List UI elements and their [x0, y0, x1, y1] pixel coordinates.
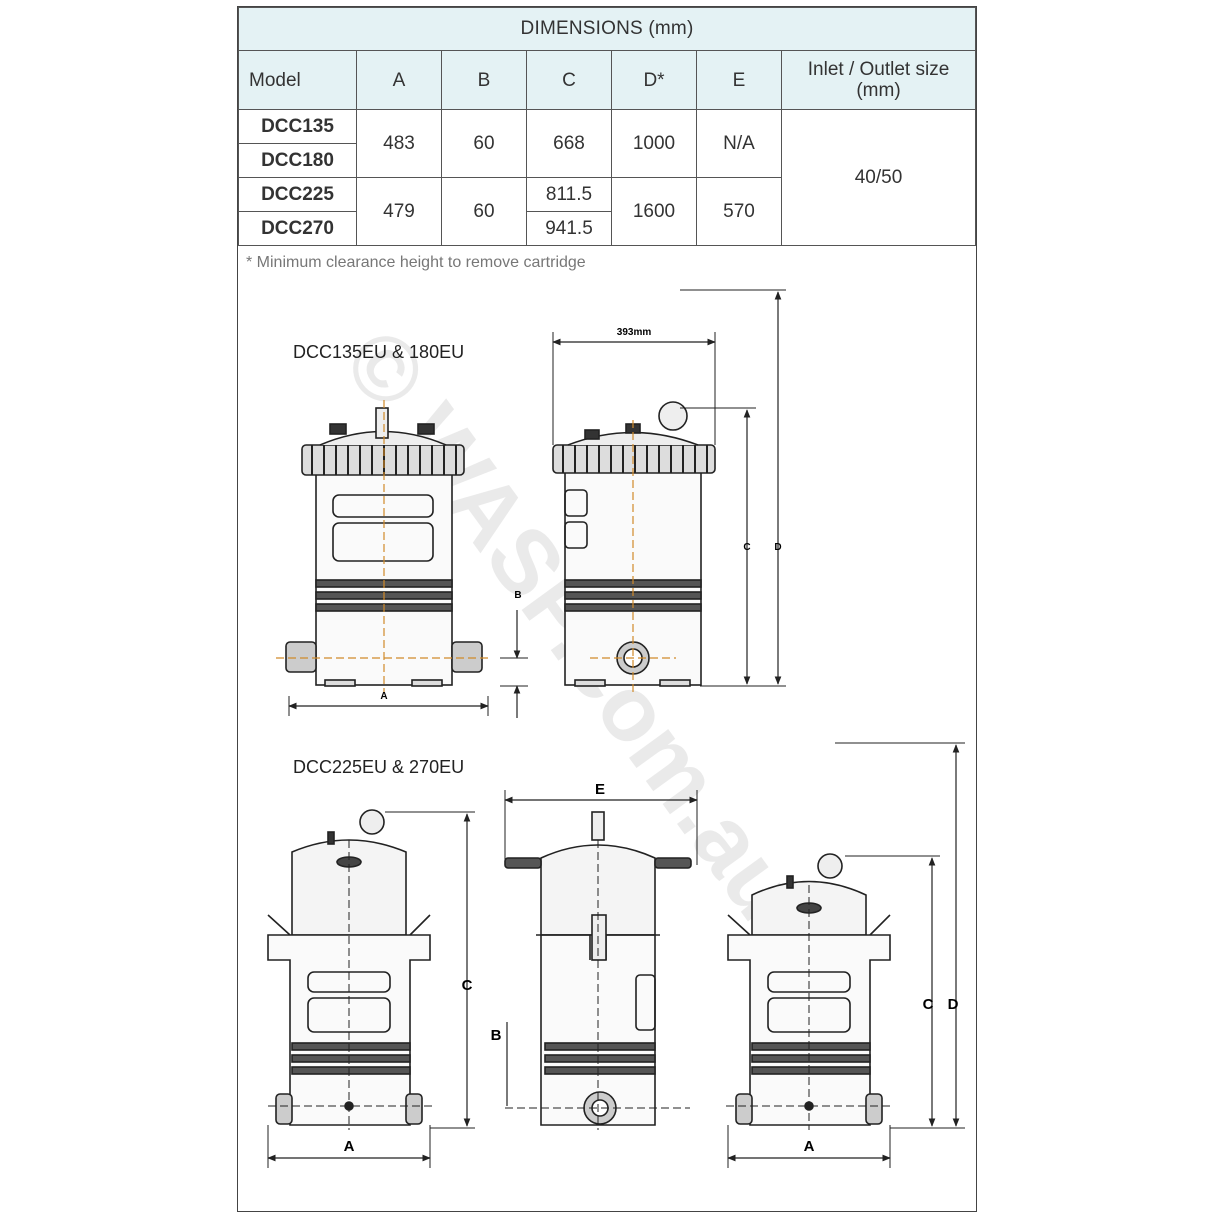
header-inlet-outlet: Inlet / Outlet size (mm) [780, 50, 977, 110]
dcc135-side-view [552, 401, 716, 687]
header-b: B [441, 50, 527, 110]
dcc270-front-view [727, 853, 891, 1126]
label-d-bottom: D [948, 996, 959, 1013]
label-b-top: B [514, 590, 521, 601]
cell-e-group2: 570 [696, 177, 782, 246]
cell-a-group1: 483 [356, 109, 442, 178]
label-a-bottom-2: A [804, 1138, 815, 1155]
cell-c-group1: 668 [526, 109, 612, 178]
label-b-bottom: B [491, 1027, 502, 1044]
header-inlet-outlet-line1: Inlet / Outlet size [807, 59, 950, 80]
dcc225-side-view [504, 811, 692, 1126]
header-a: A [356, 50, 442, 110]
cell-c-dcc225: 811.5 [526, 177, 612, 212]
header-d: D* [611, 50, 697, 110]
dimensions-table: DIMENSIONS (mm) Model A B C D* E Inlet /… [237, 7, 977, 246]
footnote: * Minimum clearance height to remove car… [246, 254, 586, 271]
label-c-bottom-1: C [462, 977, 473, 994]
label-a-top: A [380, 691, 387, 702]
header-c: C [526, 50, 612, 110]
model-cell: DCC135 [238, 109, 357, 144]
label-d-top: D [774, 542, 781, 553]
dcc225-front-view [267, 809, 431, 1126]
label-393mm: 393mm [617, 327, 652, 338]
table-row: DCC225 479 60 811.5 1600 570 [238, 177, 976, 246]
label-a-bottom-1: A [344, 1138, 355, 1155]
cell-c-dcc270: 941.5 [526, 211, 612, 246]
header-inlet-outlet-line2: (mm) [856, 80, 901, 101]
model-cell: DCC180 [238, 143, 357, 178]
header-e: E [696, 50, 782, 110]
label-e: E [595, 781, 605, 798]
table-row: DCC270 941.5 [238, 211, 976, 246]
table-header-row: Model A B C D* E Inlet / Outlet size (mm… [238, 50, 977, 110]
cell-b-group1: 60 [441, 109, 527, 178]
bottom-diagram-title: DCC225EU & 270EU [293, 757, 464, 777]
cell-d-group2: 1600 [611, 177, 697, 246]
table-title: DIMENSIONS (mm) [237, 7, 977, 51]
table-row: DCC180 [238, 143, 976, 178]
label-c-top: C [743, 542, 750, 553]
top-diagram-title: DCC135EU & 180EU [293, 342, 464, 362]
table-row: DCC135 483 60 668 1000 N/A 40/50 [238, 109, 977, 246]
model-cell: DCC270 [238, 211, 357, 246]
header-model: Model [238, 50, 357, 110]
cell-inlet-outlet: 40/50 [780, 109, 977, 246]
label-c-bottom-2: C [923, 996, 934, 1013]
